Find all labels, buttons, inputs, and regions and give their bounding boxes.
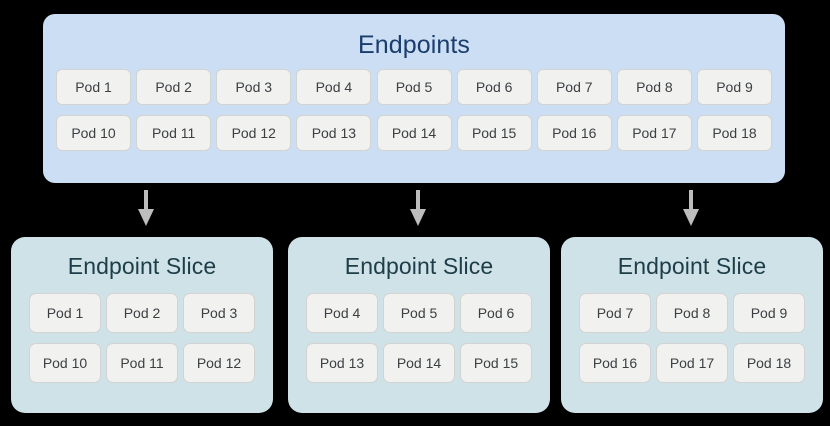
pod-chip: Pod 18 bbox=[697, 115, 772, 151]
endpoints-pod-row: Pod 10 Pod 11 Pod 12 Pod 13 Pod 14 Pod 1… bbox=[56, 115, 772, 151]
pod-chip: Pod 8 bbox=[656, 293, 728, 333]
pod-chip: Pod 3 bbox=[216, 69, 292, 105]
pod-chip: Pod 17 bbox=[656, 343, 728, 383]
endpoints-pod-row: Pod 1 Pod 2 Pod 3 Pod 4 Pod 5 Pod 6 Pod … bbox=[56, 69, 772, 105]
slice-pod-row: Pod 7 Pod 8 Pod 9 bbox=[579, 293, 805, 333]
pod-chip: Pod 13 bbox=[306, 343, 378, 383]
pod-chip: Pod 7 bbox=[536, 69, 612, 105]
pod-chip: Pod 5 bbox=[383, 293, 455, 333]
pod-chip: Pod 6 bbox=[456, 69, 532, 105]
endpoints-pod-grid: Pod 1 Pod 2 Pod 3 Pod 4 Pod 5 Pod 6 Pod … bbox=[56, 69, 772, 161]
pod-chip: Pod 7 bbox=[579, 293, 651, 333]
pod-chip: Pod 3 bbox=[183, 293, 255, 333]
pod-chip: Pod 16 bbox=[579, 343, 651, 383]
pod-chip: Pod 4 bbox=[306, 293, 378, 333]
pod-chip: Pod 6 bbox=[460, 293, 532, 333]
slice-pod-row: Pod 16 Pod 17 Pod 18 bbox=[579, 343, 805, 383]
pod-chip: Pod 14 bbox=[376, 115, 452, 151]
slice-pod-grid: Pod 4 Pod 5 Pod 6 Pod 13 Pod 14 Pod 15 bbox=[306, 293, 532, 393]
pod-chip: Pod 1 bbox=[29, 293, 101, 333]
pod-chip: Pod 2 bbox=[106, 293, 178, 333]
endpoint-slice-panel-2: Endpoint Slice Pod 4 Pod 5 Pod 6 Pod 13 … bbox=[288, 237, 550, 413]
endpoint-slice-panel-1: Endpoint Slice Pod 1 Pod 2 Pod 3 Pod 10 … bbox=[11, 237, 273, 413]
pod-chip: Pod 2 bbox=[136, 69, 212, 105]
slice-pod-grid: Pod 7 Pod 8 Pod 9 Pod 16 Pod 17 Pod 18 bbox=[579, 293, 805, 393]
slice-title: Endpoint Slice bbox=[617, 253, 767, 279]
pod-chip: Pod 17 bbox=[616, 115, 692, 151]
pod-chip: Pod 9 bbox=[697, 69, 772, 105]
pod-chip: Pod 5 bbox=[376, 69, 452, 105]
pod-chip: Pod 12 bbox=[183, 343, 255, 383]
slice-title: Endpoint Slice bbox=[67, 253, 217, 279]
arrow-down-icon bbox=[679, 190, 703, 226]
pod-chip: Pod 13 bbox=[296, 115, 372, 151]
pod-chip: Pod 9 bbox=[733, 293, 805, 333]
slice-title: Endpoint Slice bbox=[344, 253, 494, 279]
pod-chip: Pod 18 bbox=[733, 343, 805, 383]
endpoints-panel: Endpoints Pod 1 Pod 2 Pod 3 Pod 4 Pod 5 … bbox=[43, 14, 785, 183]
pod-chip: Pod 15 bbox=[456, 115, 532, 151]
pod-chip: Pod 8 bbox=[616, 69, 692, 105]
slice-pod-row: Pod 10 Pod 11 Pod 12 bbox=[29, 343, 255, 383]
endpoint-slice-panel-3: Endpoint Slice Pod 7 Pod 8 Pod 9 Pod 16 … bbox=[561, 237, 823, 413]
slice-pod-row: Pod 1 Pod 2 Pod 3 bbox=[29, 293, 255, 333]
pod-chip: Pod 4 bbox=[296, 69, 372, 105]
slice-pod-row: Pod 4 Pod 5 Pod 6 bbox=[306, 293, 532, 333]
arrow-down-icon bbox=[406, 190, 430, 226]
pod-chip: Pod 1 bbox=[56, 69, 131, 105]
pod-chip: Pod 10 bbox=[29, 343, 101, 383]
pod-chip: Pod 12 bbox=[216, 115, 292, 151]
pod-chip: Pod 11 bbox=[106, 343, 178, 383]
pod-chip: Pod 10 bbox=[56, 115, 131, 151]
pod-chip: Pod 15 bbox=[460, 343, 532, 383]
pod-chip: Pod 14 bbox=[383, 343, 455, 383]
pod-chip: Pod 11 bbox=[136, 115, 212, 151]
endpoints-title: Endpoints bbox=[357, 31, 471, 59]
slice-pod-row: Pod 13 Pod 14 Pod 15 bbox=[306, 343, 532, 383]
pod-chip: Pod 16 bbox=[536, 115, 612, 151]
arrow-down-icon bbox=[134, 190, 158, 226]
slice-pod-grid: Pod 1 Pod 2 Pod 3 Pod 10 Pod 11 Pod 12 bbox=[29, 293, 255, 393]
